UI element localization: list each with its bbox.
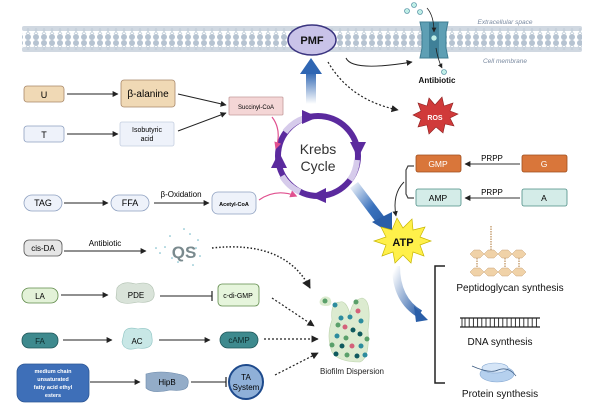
ribosome-icon xyxy=(471,362,517,383)
amp-label: AMP xyxy=(429,193,448,203)
cell-membrane-label: Cell membrane xyxy=(483,58,527,65)
ta-label-line2: System xyxy=(233,383,260,392)
pmf-to-ros-dotted-arrow xyxy=(327,61,399,113)
beta-oxidation-label: β-Oxidation xyxy=(160,190,201,199)
dna-icon xyxy=(460,317,540,328)
acetyl-coa-label: Acetyl-CoA xyxy=(219,202,249,208)
synthesis-bracket xyxy=(434,265,445,384)
pathway-uracil: U β-alanine xyxy=(23,79,227,108)
a-label: A xyxy=(541,193,547,203)
gmp-label: GMP xyxy=(428,159,448,169)
extracellular-space-label: Extracellular space xyxy=(478,19,533,26)
protein-synthesis-label: Protein synthesis xyxy=(462,389,538,400)
peptidoglycan-icon xyxy=(469,226,527,277)
krebs-label-line2: Cycle xyxy=(300,158,335,174)
ta-label-line1: TA xyxy=(241,373,251,382)
esters-line4: esters xyxy=(45,393,61,399)
krebs-cycle: Krebs Cycle xyxy=(271,110,366,203)
pathway-tag: TAG FFA β-Oxidation Acetyl-CoA xyxy=(23,190,298,215)
tag-label: TAG xyxy=(34,198,52,208)
bacteria-cluster-icon xyxy=(322,298,370,359)
nucleotide-salvage: GMP G PRPP AMP A PRPP xyxy=(392,154,568,217)
hipb-label: HipB xyxy=(158,378,175,387)
antibiotic-channel: Antibiotic xyxy=(404,2,456,85)
ros-node: ROS xyxy=(412,96,459,135)
la-label: LA xyxy=(35,292,45,301)
atp-to-synthesis-arrow xyxy=(392,265,428,322)
antibiotic-label: Antibiotic xyxy=(419,76,456,85)
pmf-node: PMF xyxy=(287,24,337,56)
krebs-to-atp-arrow xyxy=(350,182,392,234)
fa-label: FA xyxy=(35,337,45,346)
pathway-fa: FA AC cAMP xyxy=(21,327,319,350)
qs-to-biofilm-dotted-arrow xyxy=(211,246,311,289)
isobutyric-label-line1: Isobutyric xyxy=(132,127,162,134)
ac-label: AC xyxy=(131,337,142,346)
peptidoglycan-synthesis-label: Peptidoglycan synthesis xyxy=(456,283,563,294)
esters-line1: medium chain xyxy=(35,369,73,375)
pde-label: PDE xyxy=(128,291,144,300)
esters-line3: fatty acid ethyl xyxy=(34,385,73,391)
esters-line2: unsaturated xyxy=(37,377,68,383)
antibiotic-arrow-label: Antibiotic xyxy=(89,239,121,248)
pmf-label: PMF xyxy=(300,35,324,47)
pathway-la: LA PDE c-di-GMP xyxy=(21,282,315,327)
u-label: U xyxy=(41,90,48,100)
cis-da-label: cis-DA xyxy=(31,244,55,253)
pathway-cis-da: cis-DA Antibiotic QS xyxy=(23,228,311,289)
ffa-label: FFA xyxy=(122,198,139,208)
isobutyric-label-line2: acid xyxy=(141,136,154,143)
prpp-top-label: PRPP xyxy=(481,154,503,163)
camp-label: cAMP xyxy=(228,336,249,345)
ros-label: ROS xyxy=(427,115,443,122)
krebs-label-line1: Krebs xyxy=(300,141,337,157)
t-label: T xyxy=(41,130,47,140)
atp-label: ATP xyxy=(392,237,413,249)
pathway-thymine: T Isobutyric acid xyxy=(23,112,227,147)
pmf-to-channel-arrow xyxy=(345,57,413,67)
dna-synthesis-label: DNA synthesis xyxy=(467,337,532,348)
krebs-arrowhead-icon xyxy=(302,110,318,124)
g-label: G xyxy=(541,159,548,169)
beta-alanine-label: β-alanine xyxy=(127,89,169,100)
krebs-to-pmf-arrow xyxy=(300,58,322,104)
pathway-esters: medium chain unsaturated fatty acid ethy… xyxy=(16,352,319,403)
c-di-gmp-label: c-di-GMP xyxy=(223,293,253,300)
succinyl-coa-label: Succinyl-CoA xyxy=(238,105,274,111)
antibiotic-molecule-icon xyxy=(411,2,417,8)
biofilm-label: Biofilm Dispersion xyxy=(320,367,384,376)
succinyl-coa-node: Succinyl-CoA xyxy=(228,96,284,150)
qs-label: QS xyxy=(172,243,197,262)
qs-dots-icon xyxy=(155,228,201,266)
biofilm-dispersion: Biofilm Dispersion xyxy=(319,296,384,376)
prpp-bottom-label: PRPP xyxy=(481,188,503,197)
atp-node: ATP xyxy=(372,217,433,264)
